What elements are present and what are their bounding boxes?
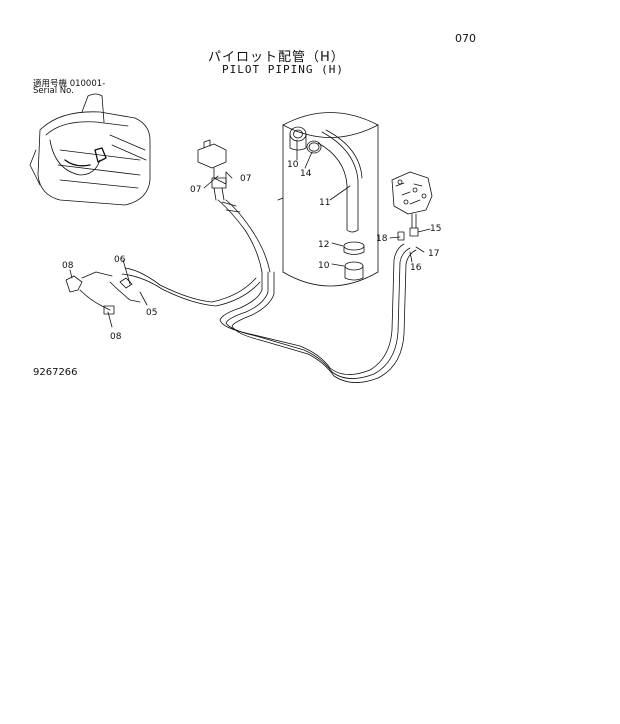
tank-inset-outline bbox=[282, 112, 379, 287]
serial-label-japanese: 適用号機 010001- bbox=[33, 79, 106, 89]
part-label-18: 18 bbox=[376, 234, 388, 244]
left-fittings bbox=[65, 271, 133, 315]
tank-parts bbox=[289, 126, 365, 281]
serial-label-english: Serial No. bbox=[33, 86, 74, 96]
part-label-05: 05 bbox=[146, 308, 157, 318]
pilot-valve-block bbox=[197, 139, 271, 273]
part-label-08-bottom: 08 bbox=[110, 332, 122, 342]
part-label-15: 15 bbox=[430, 224, 441, 234]
part-label-12: 12 bbox=[318, 240, 329, 250]
part-label-10-bottom: 10 bbox=[318, 261, 330, 271]
part-label-08-top: 08 bbox=[62, 261, 74, 271]
part-label-16: 16 bbox=[410, 263, 422, 273]
leader-lines bbox=[69, 139, 431, 328]
part-label-17: 17 bbox=[428, 249, 439, 259]
page-number: 070 bbox=[455, 32, 476, 45]
part-label-14: 14 bbox=[300, 169, 312, 179]
part-label-11: 11 bbox=[319, 198, 330, 208]
part-label-07-left: 07 bbox=[190, 185, 201, 195]
part-label-06: 06 bbox=[114, 255, 126, 265]
part-label-10-top: 10 bbox=[287, 160, 299, 170]
part-label-07-right: 07 bbox=[240, 174, 251, 184]
reference-number: 9267266 bbox=[33, 367, 78, 378]
part-number-labels: 10 14 11 12 10 07 07 06 08 05 08 18 15 1… bbox=[62, 160, 441, 342]
machine-overview-sketch bbox=[29, 93, 151, 206]
pilot-hoses bbox=[109, 243, 417, 383]
control-valve bbox=[391, 171, 433, 241]
title-japanese: パイロット配管（H） bbox=[208, 50, 345, 65]
title-english: PILOT PIPING (H) bbox=[222, 63, 344, 76]
